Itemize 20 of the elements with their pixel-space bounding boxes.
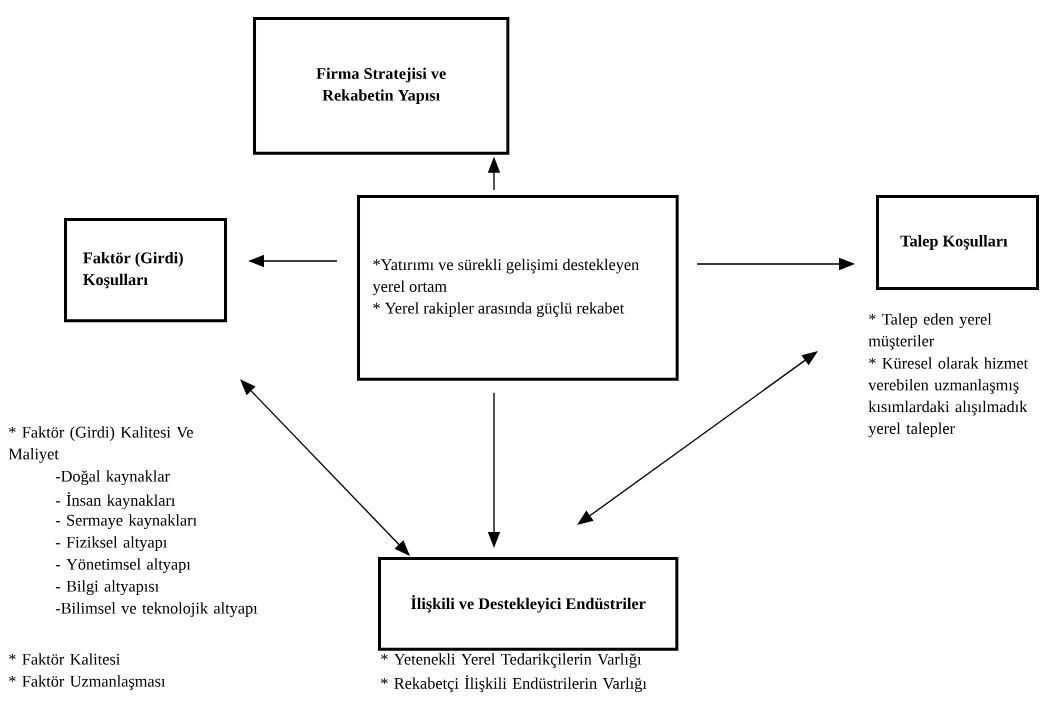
concept-box: *Yatırımı ve sürekli gelişimi destekleyen yerel ortam * Yerel rakipler arasında güçlü rekabet [357, 195, 679, 381]
concept-box: İlişkili ve Destekleyici Endüstriler [378, 557, 679, 651]
bullet-text: * Faktör Kalitesi [9, 653, 120, 665]
bullet-text: * Küresel olarak hizmet verebilen uzmanlaşmış kısımlardaki alışılmadık yerel talepler [868, 357, 1029, 438]
bullet-text: * Yetenekli Yerel Tedarikçilerin Varlığı [381, 653, 642, 669]
bullet-text: * Faktör (Girdi) Kalitesi Ve Maliyet [8, 426, 193, 463]
bullet-text: * Rekabetçi İlişkili Endüstrilerin Varlığı [381, 675, 647, 693]
concept-box: Firma Stratejisi ve Rekabetin Yapısı [253, 17, 510, 155]
bullet-text: -Doğal kaynaklar [55, 470, 170, 486]
bullet-text: * Talep eden yerel müşteriler [868, 313, 992, 350]
bullet-text: - Sermaye kaynakları [55, 514, 197, 530]
concept-box: Faktör (Girdi) Koşulları [64, 218, 227, 323]
concept-box: Talep Koşulları [876, 195, 1039, 290]
arrow [577, 351, 818, 525]
bullet-text: - Bilgi altyapısı [55, 580, 159, 596]
bullet-text: - Fiziksel altyapı [55, 536, 167, 552]
bullet-text: * Faktör Uzmanlaşması [9, 675, 166, 690]
bullet-text: - İnsan kaynakları [55, 492, 176, 510]
bullet-text: -Bilimsel ve teknolojik altyapı [55, 602, 258, 618]
bullet-text: - Yönetimsel altyapı [55, 558, 191, 574]
